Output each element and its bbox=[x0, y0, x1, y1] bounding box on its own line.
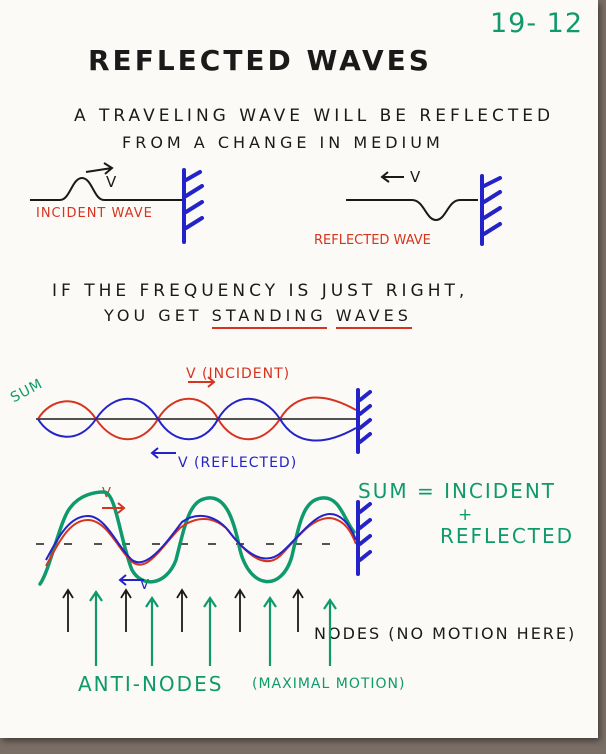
reflected-direction-label: V (REFLECTED) bbox=[178, 455, 298, 471]
standing-red-wave bbox=[45, 516, 357, 567]
incident-wave-caption: INCIDENT WAVE bbox=[36, 206, 153, 221]
superposition-wall bbox=[356, 388, 372, 454]
hand-drawn-diagrams bbox=[30, 162, 502, 666]
standing-green-sum bbox=[38, 490, 356, 586]
reflected-arrow bbox=[380, 171, 404, 183]
waves-word: WAVES bbox=[335, 306, 412, 329]
sum-equation-line-1: SUM = INCIDENT bbox=[358, 479, 556, 503]
superposition-red-wave bbox=[37, 396, 357, 441]
standing-blue-wave bbox=[45, 512, 357, 564]
frequency-line-1: IF THE FREQUENCY IS JUST RIGHT, bbox=[52, 281, 469, 301]
standing-wall bbox=[356, 500, 372, 576]
standing-red-arrow bbox=[102, 502, 126, 514]
incident-wall bbox=[182, 168, 204, 244]
incident-velocity-label: V bbox=[106, 173, 119, 191]
reflected-velocity-label: V bbox=[410, 168, 423, 186]
antinodes-label: ANTI-NODES bbox=[78, 672, 224, 696]
antinode-arrows bbox=[89, 590, 337, 666]
reflected-wave-caption: REFLECTED WAVE bbox=[314, 233, 431, 248]
superposition-blue-wave bbox=[37, 397, 357, 442]
frequency-line-2-prefix: YOU GET bbox=[104, 306, 212, 325]
sum-equation-plus: + bbox=[458, 505, 475, 525]
intro-line-2: FROM A CHANGE IN MEDIUM bbox=[122, 133, 444, 152]
intro-line-1: A TRAVELING WAVE WILL BE REFLECTED bbox=[74, 106, 555, 126]
standing-reflected-v: V bbox=[140, 578, 151, 593]
paper-sheet: 19- 12 REFLECTED WAVES A TRAVELING WAVE … bbox=[0, 0, 598, 738]
frequency-line-2: YOU GET STANDING WAVES bbox=[104, 306, 412, 329]
incident-arrow bbox=[85, 162, 114, 175]
superposition-incident-arrow bbox=[188, 376, 216, 388]
standing-blue-arrow bbox=[118, 574, 144, 586]
nodes-label: NODES (NO MOTION HERE) bbox=[314, 624, 577, 643]
page-number: 19- 12 bbox=[490, 8, 584, 39]
page-title: REFLECTED WAVES bbox=[88, 44, 432, 77]
sum-equation-line-2: REFLECTED bbox=[440, 524, 575, 548]
superposition-reflected-arrow bbox=[150, 447, 176, 459]
reflected-wave-pulse bbox=[346, 199, 478, 222]
incident-direction-label: V (INCIDENT) bbox=[186, 366, 291, 382]
maximal-motion-label: (MAXIMAL MOTION) bbox=[252, 676, 406, 692]
node-arrows bbox=[62, 588, 304, 632]
standing-word: STANDING bbox=[211, 306, 327, 329]
incident-wave-pulse bbox=[30, 176, 182, 201]
reflected-wall bbox=[480, 174, 502, 246]
